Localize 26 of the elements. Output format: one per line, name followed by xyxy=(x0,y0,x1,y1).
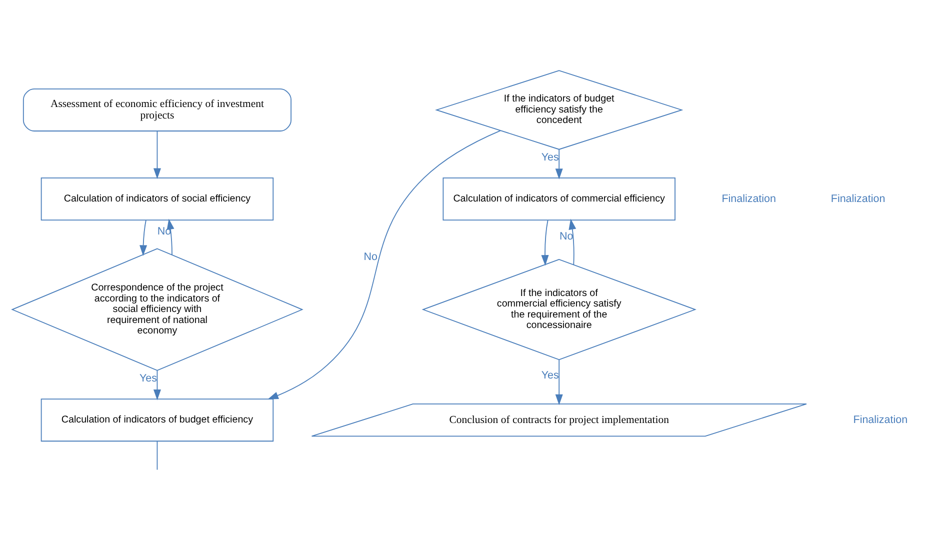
edge-label: No xyxy=(157,225,172,238)
node-box: Calculation of indicators of social efficiency xyxy=(40,178,274,220)
label: Finalization xyxy=(853,414,908,426)
label: Finalization xyxy=(722,192,776,205)
arrow xyxy=(555,359,563,406)
label: Finalization xyxy=(830,192,886,205)
node-diamond: Correspondence of the project according to the indicators of social efficiency with requirement of national economy xyxy=(11,248,304,371)
node-box: Calculation of indicators of budget efficiency xyxy=(40,398,274,442)
arrow xyxy=(568,218,576,266)
edge-label: No xyxy=(364,250,378,263)
arrow xyxy=(153,130,161,180)
edge-label: No xyxy=(560,230,574,243)
node-diamond: If the indicators of budget efficiency satisfy the concedent xyxy=(435,70,684,150)
edge-label: Yes xyxy=(541,370,559,382)
node-diamond: If the indicators of commercial efficiency satisfy the requirement of the concessionaire xyxy=(422,258,696,360)
node-box: Assessment of economic efficiency of investment projects xyxy=(22,88,292,132)
arrow xyxy=(166,218,174,256)
connector xyxy=(156,440,158,470)
arrow xyxy=(268,130,502,400)
node-box: Calculation of indicators of commercial efficiency xyxy=(442,178,676,220)
arrow xyxy=(555,148,563,180)
arrow xyxy=(541,220,549,266)
arrow xyxy=(153,370,161,400)
arrow xyxy=(140,220,148,256)
edge-label: Yes xyxy=(541,151,559,164)
edge-label: Yes xyxy=(140,372,158,385)
